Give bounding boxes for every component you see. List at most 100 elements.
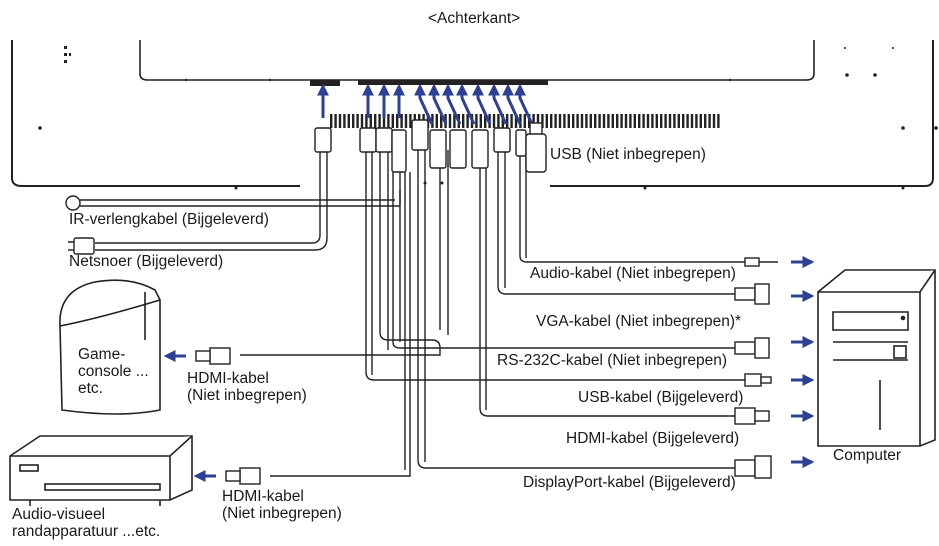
vent-slot	[484, 114, 487, 128]
port-arrow	[472, 83, 492, 125]
vent-slot	[708, 114, 711, 128]
vent-slot	[580, 114, 584, 128]
vent-slot	[391, 114, 394, 128]
port-arrow	[456, 83, 476, 125]
port-arrow	[428, 83, 448, 125]
vga-cable-label: VGA-kabel (Niet inbegrepen)*	[536, 313, 742, 330]
vent-grille	[330, 114, 720, 128]
hdmi-game-cable-label: HDMI-kabel (Niet inbegrepen)	[187, 370, 307, 404]
vent-slot	[479, 114, 482, 128]
av-device-label: Audio-visueel randapparatuur ...etc.	[12, 506, 161, 540]
port-arrow	[514, 83, 534, 125]
power-cable-label: Netsnoer (Bijgeleverd)	[69, 253, 224, 270]
vent-slot	[598, 114, 601, 128]
vent-slot	[717, 114, 720, 128]
vent-slot	[602, 114, 606, 128]
cables	[80, 120, 745, 477]
vent-slot	[330, 114, 333, 128]
vent-slot	[642, 114, 645, 128]
vent-slot	[532, 114, 535, 128]
vent-slot	[682, 114, 685, 128]
vent-slot	[514, 114, 518, 128]
vent-slot	[545, 114, 548, 128]
vent-slot	[440, 114, 443, 128]
vent-slot	[646, 114, 650, 128]
ir-sensor-end	[65, 195, 81, 211]
vent-slot	[664, 114, 667, 128]
vent-slot	[497, 114, 500, 128]
vent-slot	[431, 114, 434, 128]
vent-slot	[400, 114, 403, 128]
vent-slot	[668, 114, 672, 128]
port-arrow	[502, 83, 522, 125]
vent-slot	[501, 114, 504, 128]
vent-slot	[695, 114, 698, 128]
vent-slot	[510, 114, 513, 128]
port-arrow	[414, 83, 434, 125]
right-connectors	[734, 257, 778, 479]
hdmi-device-connectors	[195, 347, 261, 485]
vent-slot	[360, 114, 364, 128]
computer-tower	[817, 269, 936, 447]
vent-slot	[558, 114, 562, 128]
hdmi-cable-label: HDMI-kabel (Bijgeleverd)	[566, 430, 740, 447]
vent-slot	[448, 114, 452, 128]
device-arrows	[163, 350, 216, 482]
monitor-screw-dots	[38, 46, 938, 190]
vent-slot	[462, 114, 465, 128]
vent-slot	[435, 114, 438, 128]
vent-slot	[660, 114, 663, 128]
vent-slot	[686, 114, 689, 128]
vent-slot	[611, 114, 614, 128]
vent-slot	[550, 114, 553, 128]
vent-slot	[492, 114, 496, 128]
vent-slot	[554, 114, 557, 128]
vent-slot	[453, 114, 456, 128]
vent-slot	[382, 114, 386, 128]
computer-arrows	[791, 256, 815, 468]
port-panel	[310, 80, 548, 86]
power-plug	[68, 237, 95, 255]
vent-slot	[704, 114, 707, 128]
game-console-label: Game- console ... etc.	[78, 346, 149, 397]
av-device	[9, 435, 193, 506]
vent-slot	[536, 114, 540, 128]
rs232-cable-label: RS-232C-kabel (Niet inbegrepen)	[497, 352, 728, 369]
vent-slot	[563, 114, 566, 128]
vent-slot	[624, 114, 628, 128]
vent-slot	[519, 114, 522, 128]
vent-slot	[589, 114, 592, 128]
vent-slot	[404, 114, 408, 128]
vent-slot	[629, 114, 632, 128]
hdmi-av-cable-label: HDMI-kabel (Niet inbegrepen)	[222, 488, 342, 522]
vent-slot	[655, 114, 658, 128]
computer-label: Computer	[833, 447, 902, 464]
displayport-cable-label: DisplayPort-kabel (Bijgeleverd)	[523, 474, 736, 491]
vent-slot	[633, 114, 636, 128]
vent-slot	[466, 114, 469, 128]
port-arrows	[317, 83, 534, 125]
vent-slot	[396, 114, 399, 128]
usb-stick	[525, 122, 547, 173]
vent-slot	[576, 114, 579, 128]
vent-slot	[690, 114, 694, 128]
vent-slot	[338, 114, 342, 128]
vent-slot	[585, 114, 588, 128]
vent-slot	[352, 114, 355, 128]
vent-slot	[409, 114, 412, 128]
vent-slot	[378, 114, 381, 128]
game-console	[59, 279, 161, 415]
vent-slot	[607, 114, 610, 128]
vent-slot	[369, 114, 372, 128]
vent-slot	[620, 114, 623, 128]
vent-slot	[651, 114, 654, 128]
vent-slot	[374, 114, 377, 128]
vent-slot	[712, 114, 716, 128]
vent-slot	[365, 114, 368, 128]
vent-slot	[541, 114, 544, 128]
port-arrow	[488, 83, 508, 125]
plug-heads	[314, 119, 527, 173]
diagram-title: <Achterkant>	[428, 10, 521, 27]
